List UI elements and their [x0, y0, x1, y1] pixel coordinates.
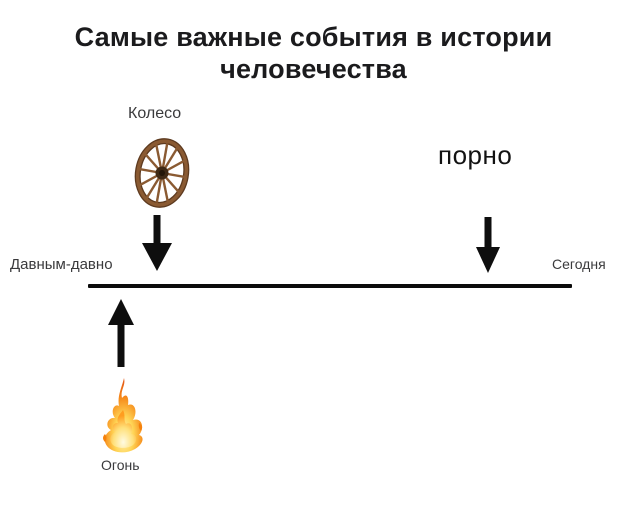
porn-label: порно [438, 140, 513, 170]
campfire-flame-icon [95, 376, 151, 463]
fire-label: Огонь [101, 457, 140, 473]
down-arrow-icon [476, 217, 500, 278]
wheel-label: Колесо [128, 105, 182, 122]
page-title: Самые важные события в истории человечес… [0, 22, 627, 86]
down-arrow-icon [142, 215, 172, 276]
title-line-2: человечества [220, 53, 407, 84]
wagon-wheel-icon [132, 137, 192, 214]
timeline-end-label: Сегодня [552, 256, 606, 272]
title-line-1: Самые важные события в истории [74, 22, 553, 52]
timeline-line [88, 284, 572, 288]
up-arrow-icon [108, 299, 134, 372]
timeline-start-label: Давным-давно [10, 256, 113, 273]
